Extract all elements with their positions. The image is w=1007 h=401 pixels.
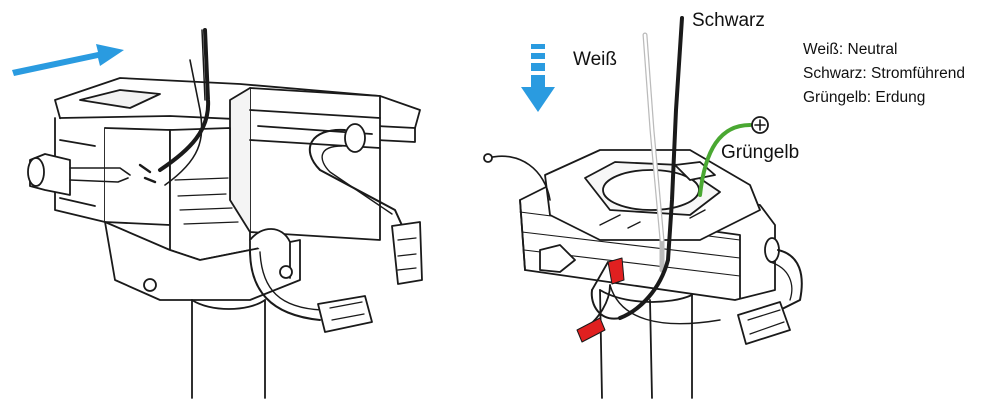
legend-item-greenyellow: Grüngelb: Erdung	[803, 89, 926, 106]
wire-color-legend: Weiß: Neutral Schwarz: Stromführend Grün…	[803, 38, 965, 110]
label-black-wire: Schwarz	[692, 10, 765, 31]
ground-screw-icon	[751, 116, 769, 134]
arrow-right-icon	[12, 44, 124, 76]
label-greenyellow-wire: Grüngelb	[721, 142, 800, 163]
right-bracket-illustration	[483, 16, 803, 399]
legend-item-black: Schwarz: Stromführend	[803, 65, 965, 82]
wire-connector-red	[576, 257, 625, 343]
label-white-wire: Weiß	[573, 49, 617, 70]
arrow-down-dashed-icon	[521, 44, 555, 112]
left-bracket-illustration	[12, 28, 423, 399]
legend-item-white: Weiß: Neutral	[803, 41, 898, 58]
